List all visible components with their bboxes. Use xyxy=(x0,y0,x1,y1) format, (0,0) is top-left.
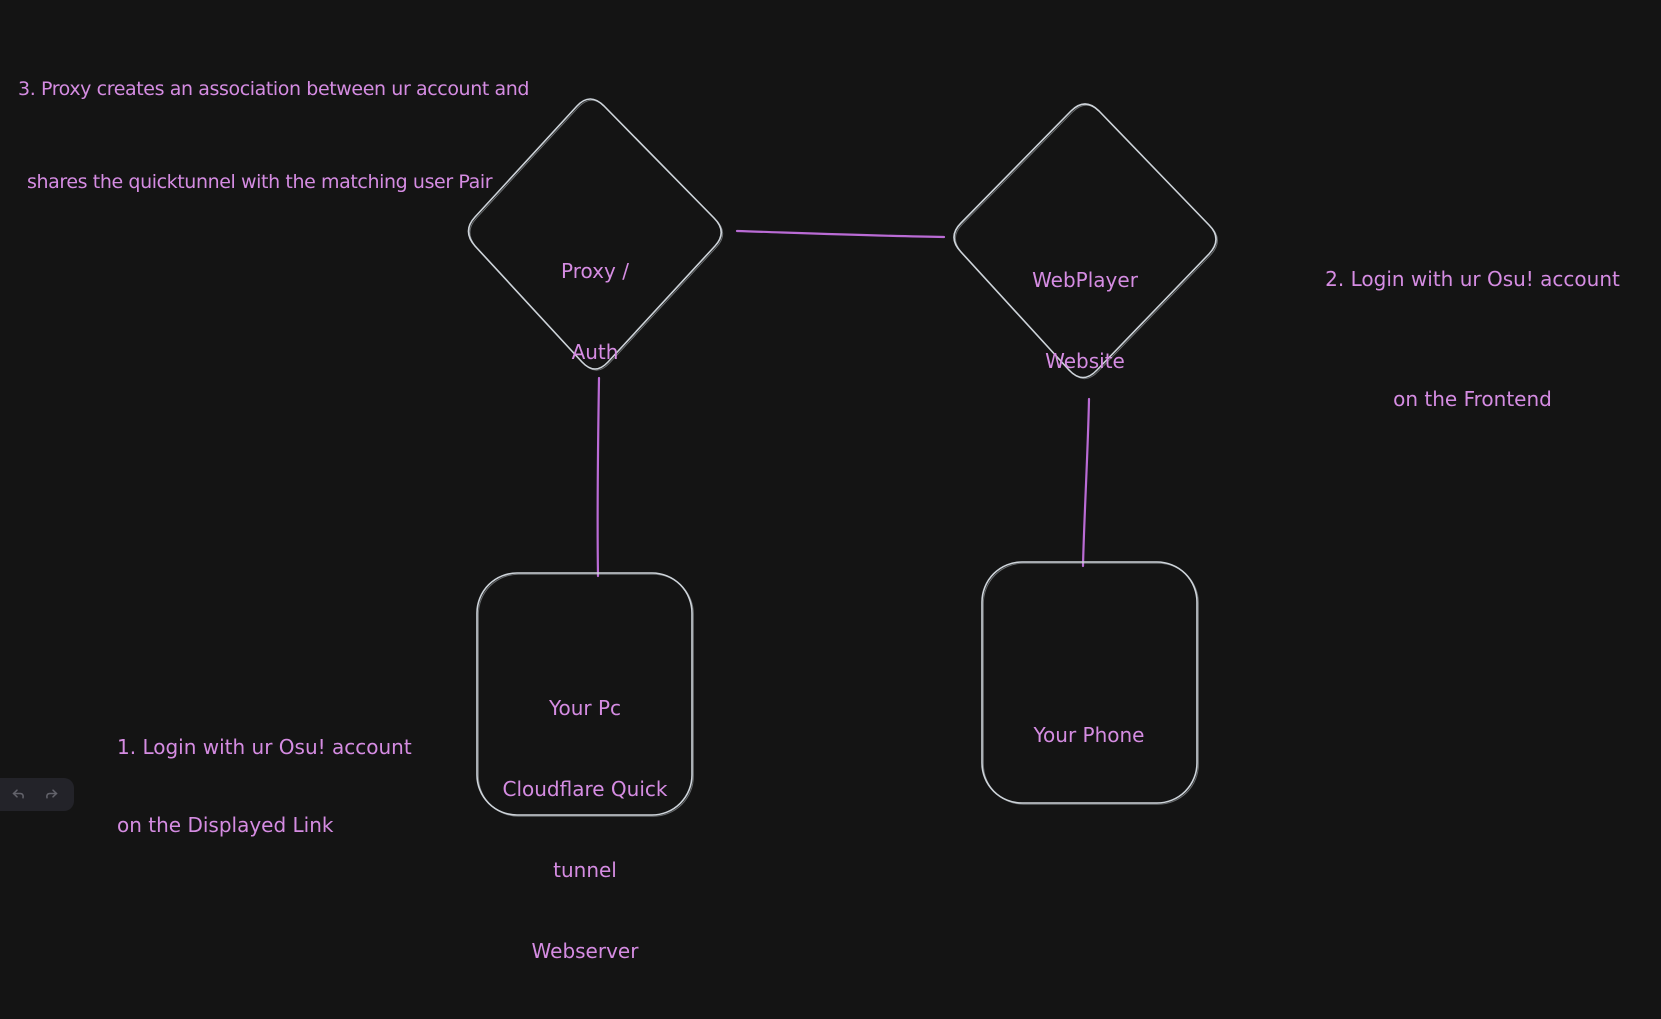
redo-button[interactable] xyxy=(38,782,66,807)
phone-rectangle[interactable] xyxy=(981,561,1199,805)
annotation-step-1-line: 1. Login with ur Osu! account xyxy=(117,735,412,759)
undo-icon xyxy=(10,788,26,802)
webplayer-label[interactable]: WebPlayer Website xyxy=(985,213,1185,429)
annotation-step-2[interactable]: 2. Login with ur Osu! account on the Fro… xyxy=(1300,179,1645,499)
annotation-step-3-line: shares the quicktunnel with the matching… xyxy=(27,171,493,193)
webplayer-label-line: WebPlayer xyxy=(1032,268,1138,292)
annotation-step-2-line: on the Frontend xyxy=(1393,387,1552,411)
annotation-step-1[interactable]: 1. Login with ur Osu! account on the Dis… xyxy=(117,682,412,890)
proxy-auth-label-line: Proxy / xyxy=(561,259,629,283)
webplayer-label-line: Website xyxy=(1045,349,1125,373)
annotation-step-3[interactable]: 3. Proxy creates an association between … xyxy=(18,12,529,260)
proxy-auth-label[interactable]: Proxy / Auth xyxy=(495,204,695,420)
diagram-canvas[interactable]: Proxy / Auth WebPlayer Website Your Pc C… xyxy=(0,0,1661,963)
pc-server-label[interactable]: Your Pc Cloudflare Quick tunnel Webserve… xyxy=(470,641,700,1019)
proxy-auth-diamond[interactable] xyxy=(467,98,724,371)
pc-server-label-line: Cloudflare Quick xyxy=(502,777,668,801)
phone-label[interactable]: Your Phone xyxy=(989,668,1189,803)
undo-redo-toolbar xyxy=(0,778,74,811)
pc-server-label-line: tunnel xyxy=(553,858,617,882)
undo-button[interactable] xyxy=(4,782,32,807)
shapes-layer xyxy=(467,98,1218,817)
annotation-step-2-line: 2. Login with ur Osu! account xyxy=(1325,267,1620,291)
phone-label-line: Your Phone xyxy=(1033,723,1145,747)
redo-icon xyxy=(44,788,60,802)
pc-server-rectangle[interactable] xyxy=(476,572,694,817)
proxy-auth-label-line: Auth xyxy=(571,340,619,364)
pc-server-label-line: Your Pc xyxy=(548,696,622,720)
annotation-step-3-line: 3. Proxy creates an association between … xyxy=(18,78,530,100)
connector-proxy-to-webplayer[interactable] xyxy=(735,229,946,239)
connector-webplayer-to-phone[interactable] xyxy=(1081,397,1091,568)
webplayer-diamond[interactable] xyxy=(953,103,1218,380)
pc-server-label-line: Webserver xyxy=(531,939,639,963)
annotation-step-1-line: on the Displayed Link xyxy=(117,813,334,837)
connector-proxy-to-pc[interactable] xyxy=(596,376,601,578)
